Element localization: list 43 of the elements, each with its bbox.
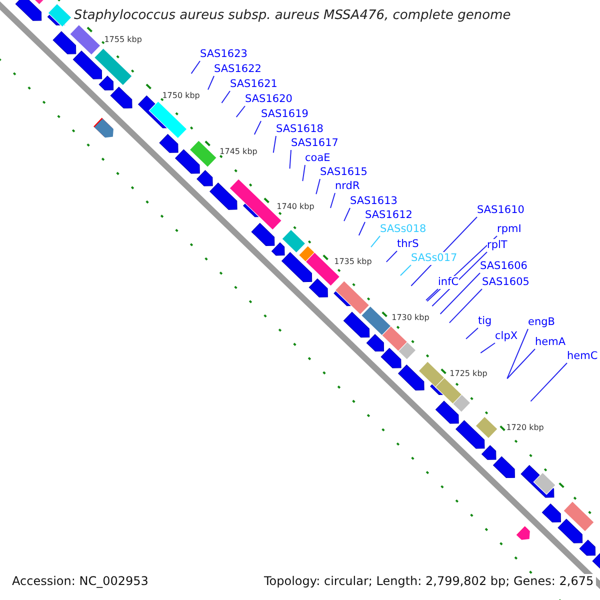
scale-label: 1735 kbp: [334, 257, 372, 268]
leader-line: [466, 328, 478, 340]
leader-line: [440, 272, 480, 314]
leader-line: [358, 222, 366, 236]
leader-line: [426, 288, 438, 301]
leader-line: [330, 192, 336, 208]
leader-line: [370, 236, 380, 248]
leader-line: [506, 328, 528, 380]
leader-line: [289, 150, 292, 170]
leader-line: [480, 342, 496, 354]
leader-line: [448, 288, 482, 324]
gene-label: infC: [438, 276, 459, 289]
leader-line: [208, 76, 214, 90]
scale-label: 1725 kbp: [450, 368, 488, 379]
leader-line: [386, 250, 398, 262]
scale-label: 1745 kbp: [220, 146, 258, 157]
scale-label: 1750 kbp: [162, 91, 200, 102]
leader-line: [272, 136, 276, 154]
leader-line: [530, 362, 568, 402]
footer-text: Accession: NC_002953: [10, 574, 150, 588]
leader-line: [236, 106, 246, 118]
leader-line: [344, 208, 350, 222]
leader-line: [506, 348, 536, 380]
title: Staphylococcus aureus subsp. aureus MSSA476, complete genome: [72, 8, 513, 23]
gene-label: SASs017: [411, 252, 458, 265]
gene-label: rpmI: [497, 223, 522, 236]
leader-line: [221, 90, 230, 104]
leader-line: [316, 178, 320, 195]
gene-label: clpX: [495, 330, 518, 343]
leader-line: [254, 120, 262, 135]
leader-line: [432, 252, 488, 307]
gene-label: engB: [528, 316, 555, 329]
leader-line: [302, 164, 306, 182]
gene-label: tig: [478, 315, 492, 328]
leader-line: [426, 236, 498, 302]
scale-label: 1720 kbp: [506, 423, 544, 434]
leader-line: [400, 264, 412, 276]
scale-label: 1740 kbp: [276, 202, 314, 212]
footer-text: Topology: circular; Length: 2,799,802 bp; Genes: 2,675: [262, 574, 596, 588]
scale-label: 1755 kbp: [104, 35, 142, 46]
leader-line: [190, 60, 200, 74]
scale-label: 1730 kbp: [392, 312, 430, 323]
gene-label: rplT: [487, 239, 508, 252]
